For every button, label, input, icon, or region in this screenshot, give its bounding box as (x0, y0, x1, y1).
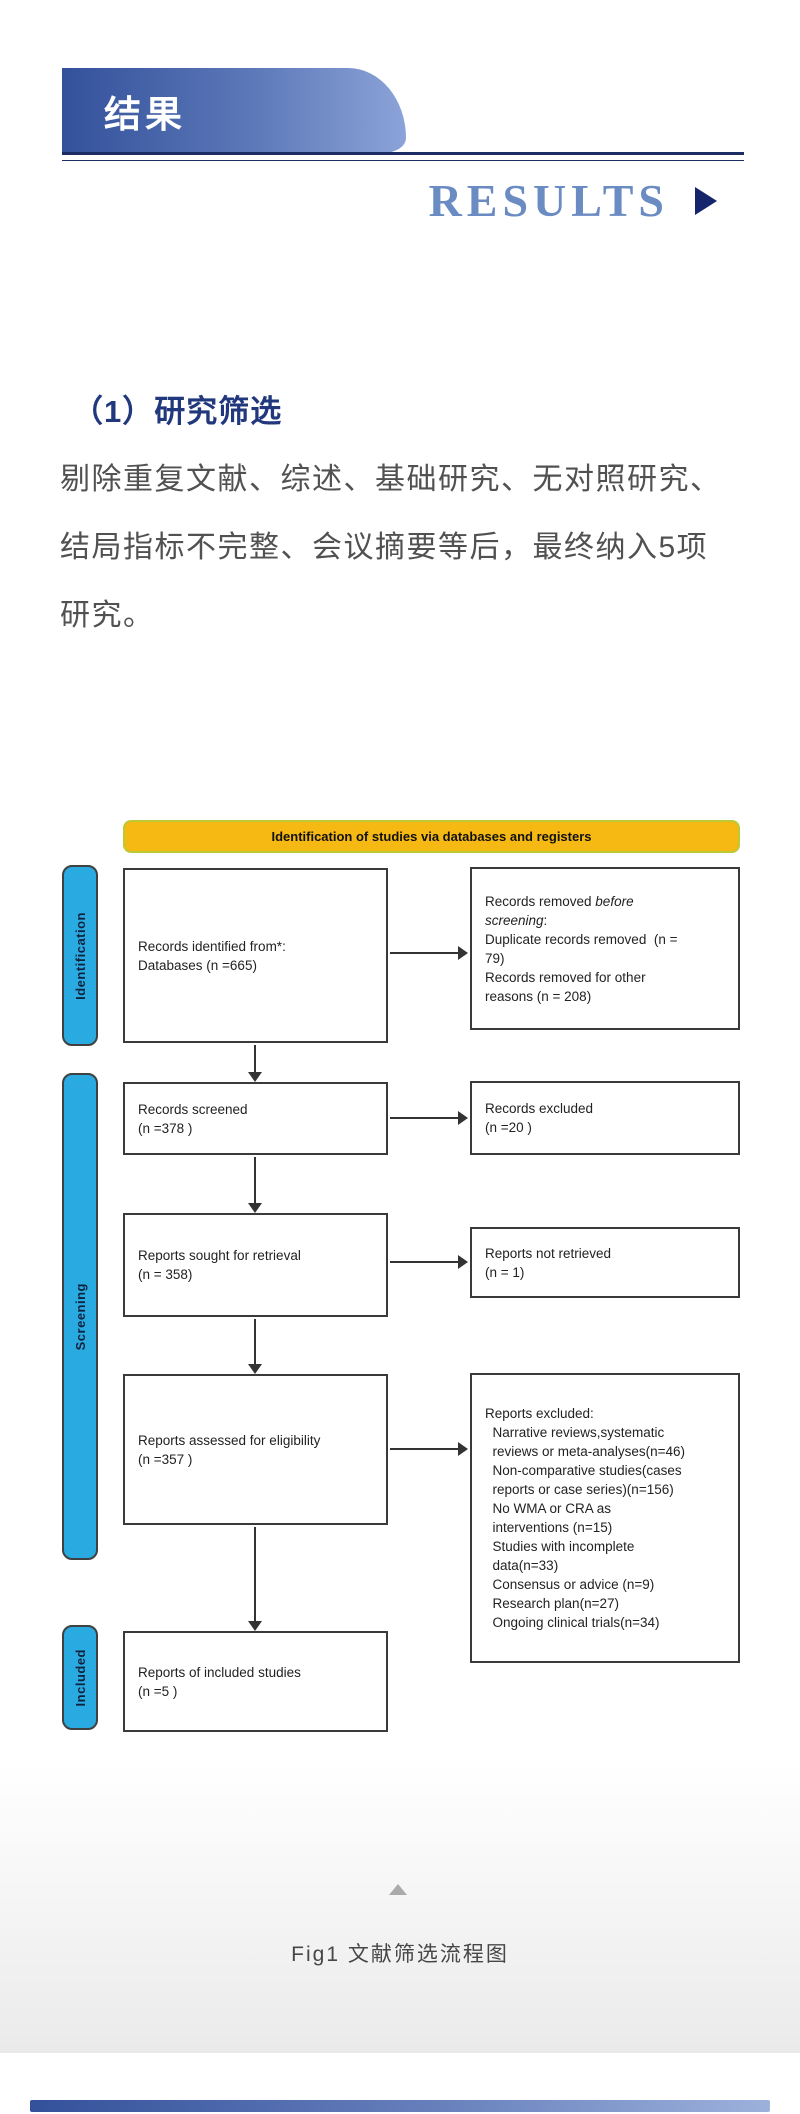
arrow-right-3-line (390, 1261, 458, 1263)
stage-tag-included-label: Included (72, 1648, 88, 1707)
box-records-removed: Records removed before screening: Duplic… (470, 867, 740, 1030)
box-reports-assessed: Reports assessed for eligibility (n =357… (123, 1374, 388, 1525)
figure-caption: Fig1 文献筛选流程图 (291, 1943, 509, 1966)
box-reports-not-retrieved: Reports not retrieved (n = 1) (470, 1227, 740, 1298)
records-removed-post: : Duplicate records removed (n = 79) Rec… (485, 912, 678, 1004)
box-reports-sought-text: Reports sought for retrieval (n = 358) (138, 1248, 301, 1282)
arrow-right-4-line (390, 1448, 458, 1450)
flowchart-header-bar: Identification of studies via databases … (123, 820, 740, 853)
footer-gradient-band (0, 1762, 800, 2053)
records-removed-italic: before screening (485, 893, 634, 928)
body-paragraph: 剔除重复文献、综述、基础研究、无对照研究、 结局指标不完整、会议摘要等后，最终纳… (60, 463, 722, 632)
section-banner: 结果 (62, 68, 406, 153)
box-reports-excluded: Reports excluded: Narrative reviews,syst… (470, 1373, 740, 1663)
box-reports-included-text: Reports of included studies (n =5 ) (138, 1664, 301, 1699)
records-removed-pre: Records removed (485, 893, 596, 909)
arrow-right-4-head (458, 1442, 468, 1456)
arrow-down-4-line (254, 1527, 256, 1621)
box-records-screened: Records screened (n =378 ) (123, 1082, 388, 1155)
arrow-right-1-head (458, 946, 468, 960)
arrow-down-1-line (254, 1045, 256, 1073)
arrow-right-2-head (458, 1111, 468, 1125)
box-records-removed-text: Records removed before screening: Duplic… (472, 888, 685, 1010)
stage-tag-screening-label: Screening (72, 1282, 88, 1351)
box-records-excluded: Records excluded (n =20 ) (470, 1081, 740, 1155)
stage-tag-identification-label: Identification (72, 911, 88, 1000)
stage-tag-screening: Screening (62, 1073, 98, 1560)
arrow-right-3-head (458, 1255, 468, 1269)
arrow-down-3-line (254, 1319, 256, 1364)
stage-tag-identification: Identification (62, 865, 98, 1046)
box-records-identified: Records identified from*: Databases (n =… (123, 868, 388, 1043)
banner-title: 结果 (104, 93, 186, 135)
box-reports-excluded-text: Reports excluded: Narrative reviews,syst… (485, 1406, 685, 1630)
box-records-screened-text: Records screened (n =378 ) (138, 1101, 248, 1136)
banner-divider-thick (62, 152, 744, 155)
banner-divider-thin (62, 160, 744, 161)
stage-tag-included: Included (62, 1625, 98, 1730)
arrow-down-2-head (248, 1203, 262, 1213)
triangle-up-icon[interactable] (389, 1884, 407, 1895)
arrow-right-1-line (390, 952, 458, 954)
play-triangle-icon (695, 187, 717, 215)
subsection-heading: （1）研究筛选 (72, 394, 283, 429)
box-reports-not-retrieved-text: Reports not retrieved (n = 1) (485, 1245, 612, 1280)
arrow-right-2-line (390, 1117, 458, 1119)
box-records-excluded-text: Records excluded (n =20 ) (485, 1101, 594, 1135)
arrow-down-4-head (248, 1621, 262, 1631)
arrow-down-2-line (254, 1157, 256, 1203)
box-records-identified-text: Records identified from*: Databases (n =… (138, 938, 286, 973)
arrow-down-1-head (248, 1072, 262, 1082)
results-heading-row: RESULTS (429, 178, 717, 224)
results-heading: RESULTS (428, 175, 669, 226)
box-reports-assessed-text: Reports assessed for eligibility (n =357… (138, 1432, 321, 1467)
bottom-decorative-bar (30, 2100, 770, 2112)
arrow-down-3-head (248, 1364, 262, 1374)
box-reports-sought: Reports sought for retrieval (n = 358) (123, 1213, 388, 1317)
box-reports-included: Reports of included studies (n =5 ) (123, 1631, 388, 1732)
